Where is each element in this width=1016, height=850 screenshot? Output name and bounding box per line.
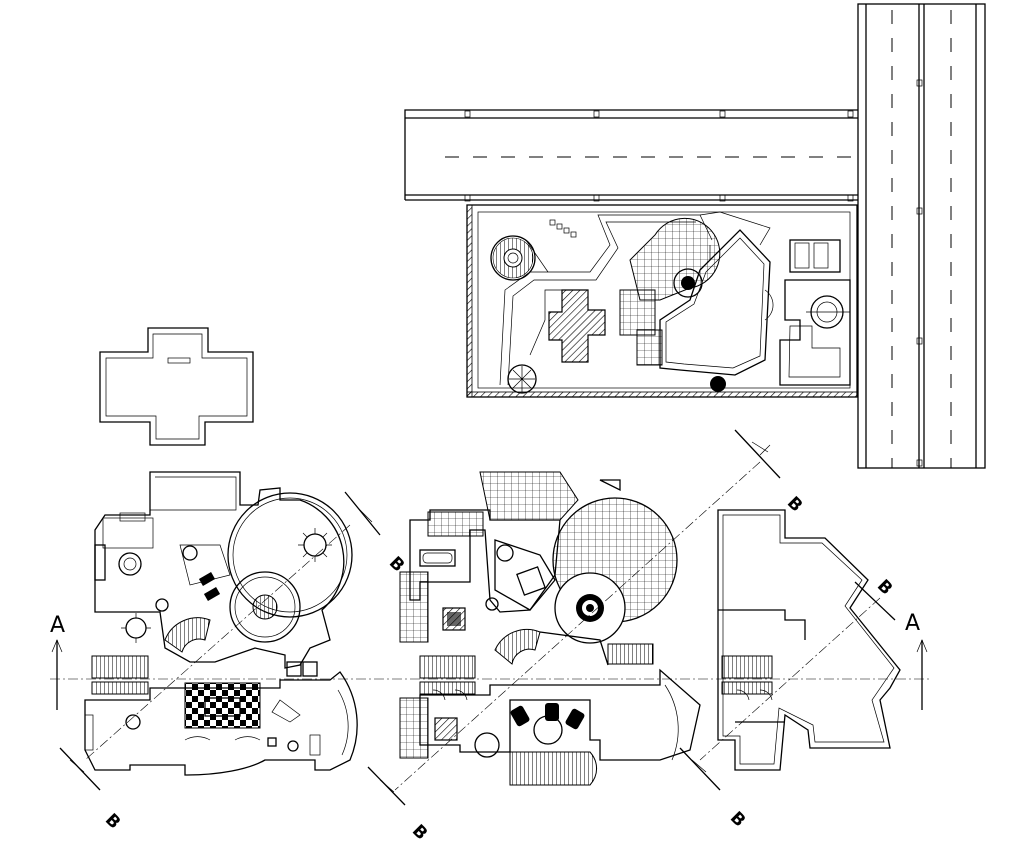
gazebo (490, 235, 549, 281)
garden-paths (499, 211, 771, 386)
section-label-b-roof-lower: B (726, 808, 749, 831)
stepping-stones (549, 219, 577, 238)
section-marker-b-ground-upper: B (344, 491, 408, 576)
section-marker-b-roof-lower: B (679, 747, 749, 831)
section-marker-b-mid-right: B (854, 576, 896, 621)
horizontal-road (404, 109, 858, 202)
section-label-b-first-lower: B (408, 821, 431, 844)
round-gazebo (507, 364, 537, 394)
section-marker-b-top: B (734, 429, 806, 516)
section-label-b-mid-right: B (873, 576, 896, 599)
terrace-plan (717, 509, 901, 771)
section-label-a-right: A (905, 611, 920, 636)
garage-block (779, 239, 851, 386)
first-floor-plan (399, 471, 701, 786)
section-label-a-left: A (50, 613, 65, 638)
section-marker-b-ground-lower: B (59, 747, 124, 833)
section-marker-b-first-lower: B (367, 766, 431, 844)
ground-floor-plan (84, 471, 358, 776)
section-label-b-ground-lower: B (101, 810, 124, 833)
hatched-plaza (548, 289, 606, 363)
key-plan (99, 327, 254, 446)
site-plan (404, 3, 986, 469)
section-label-b-top-right: B (783, 493, 806, 516)
section-line-a: A A (50, 611, 930, 710)
vertical-road (857, 3, 986, 469)
house-footprint (619, 217, 774, 392)
